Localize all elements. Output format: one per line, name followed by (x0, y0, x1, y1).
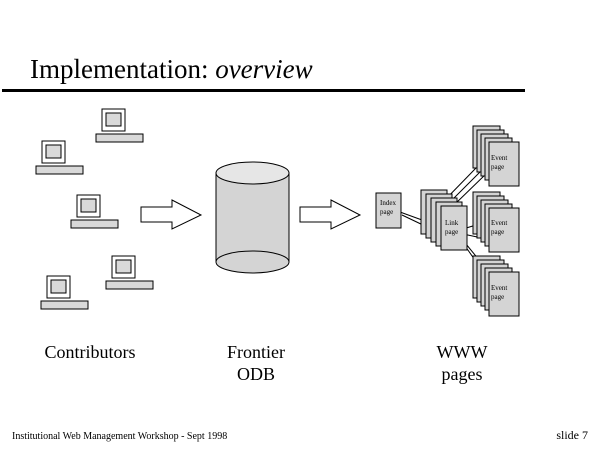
event-page-label-line1: Event (491, 219, 507, 227)
slide-number: slide 7 (556, 428, 588, 442)
database-icon (215, 161, 290, 274)
computer-icon (95, 108, 144, 143)
event-page-label-line1: Event (491, 154, 507, 162)
footer-workshop: Institutional Web Management Workshop - … (12, 431, 228, 442)
title-main: Implementation: (30, 54, 216, 84)
computer-icon (40, 275, 89, 310)
computer-icon (70, 194, 119, 229)
event-page-label-line1: Event (491, 284, 507, 292)
arrow-to-web-pages-icon (299, 199, 362, 230)
event-page-stack (472, 191, 520, 253)
link-page-stack (420, 189, 468, 251)
frontier-odb-label-line1: Frontier (227, 342, 285, 362)
event-page-label-line2: page (491, 228, 504, 236)
computer-icon (35, 140, 84, 175)
event-page-label-line2: page (491, 163, 504, 171)
title-subtitle: overview (215, 54, 313, 84)
www-pages-label: WWW pages (410, 341, 514, 385)
computer-icon (105, 255, 154, 290)
www-pages-label-line1: WWW (436, 342, 488, 362)
frontier-odb-label: Frontier ODB (200, 341, 312, 385)
link-page-label-line1: Link (445, 219, 459, 227)
index-page-label-line2: page (380, 208, 393, 216)
event-page-stack (472, 125, 520, 187)
link-page-label-line2: page (445, 228, 458, 236)
frontier-odb-label-line2: ODB (236, 364, 275, 384)
event-page-stack (472, 255, 520, 317)
event-page-label-line2: page (491, 293, 504, 301)
www-pages-label-line2: pages (441, 364, 483, 384)
index-page (375, 192, 402, 229)
contributors-label-line1: Contributors (44, 342, 136, 362)
title-rule (2, 89, 525, 92)
index-page-label-line1: Index (380, 199, 396, 207)
arrow-to-database-icon (140, 199, 203, 230)
contributors-label: Contributors (20, 341, 160, 363)
slide-title: Implementation: overview (30, 52, 313, 86)
